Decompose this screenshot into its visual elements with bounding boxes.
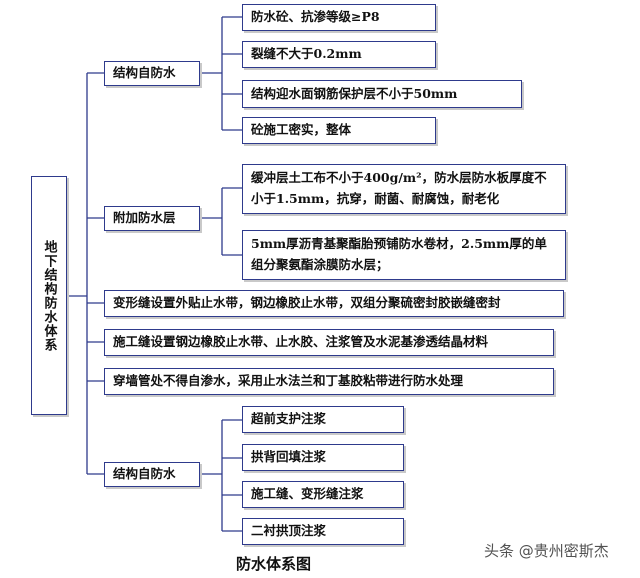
- grouting-item: 超前支护注浆: [242, 406, 404, 433]
- node-label: 结构自防水: [113, 466, 176, 482]
- additional-item: 5mm厚沥青基聚酯胎预铺防水卷材，2.5mm厚的单组分聚氨酯涂膜防水层；: [242, 230, 566, 280]
- node-additional-layer: 附加防水层: [104, 206, 200, 231]
- structural-item: 防水砼、抗渗等级≥P8: [242, 4, 436, 31]
- structural-item: 结构迎水面钢筋保护层不小于50mm: [242, 80, 522, 108]
- structural-item: 砼施工密实，整体: [242, 117, 436, 144]
- node-wall-pipe: 穿墙管处不得自渗水，采用止水法兰和丁基胶粘带进行防水处理: [104, 368, 554, 395]
- node-structural-waterproof-bottom: 结构自防水: [104, 462, 200, 487]
- diagram-caption: 防水体系图: [236, 555, 312, 573]
- grouting-item: 二衬拱顶注浆: [242, 518, 404, 545]
- node-label: 变形缝设置外贴止水带，钢边橡胶止水带，双组分聚硫密封胶嵌缝密封: [113, 295, 501, 311]
- grouting-item: 拱背回填注浆: [242, 444, 404, 471]
- watermark-text: 头条 @贵州密斯杰: [484, 542, 609, 560]
- root-node: 地下结构防水体系: [31, 176, 67, 415]
- structural-item: 裂缝不大于0.2mm: [242, 41, 436, 68]
- watermark: 头条 @贵州密斯杰: [484, 540, 609, 561]
- node-label: 结构自防水: [113, 65, 176, 81]
- node-label: 附加防水层: [113, 210, 176, 226]
- grouting-item: 施工缝、变形缝注浆: [242, 481, 404, 508]
- additional-item: 缓冲层土工布不小于400g/m²，防水层防水板厚度不小于1.5mm，抗穿，耐菌、…: [242, 164, 566, 214]
- node-structural-waterproof-top: 结构自防水: [104, 61, 200, 86]
- node-label: 穿墙管处不得自渗水，采用止水法兰和丁基胶粘带进行防水处理: [113, 373, 464, 389]
- root-label: 地下结构防水体系: [41, 239, 57, 352]
- node-deformation-joint: 变形缝设置外贴止水带，钢边橡胶止水带，双组分聚硫密封胶嵌缝密封: [104, 290, 564, 317]
- node-construction-joint: 施工缝设置钢边橡胶止水带、止水胶、注浆管及水泥基渗透结晶材料: [104, 329, 554, 356]
- node-label: 施工缝设置钢边橡胶止水带、止水胶、注浆管及水泥基渗透结晶材料: [113, 334, 489, 350]
